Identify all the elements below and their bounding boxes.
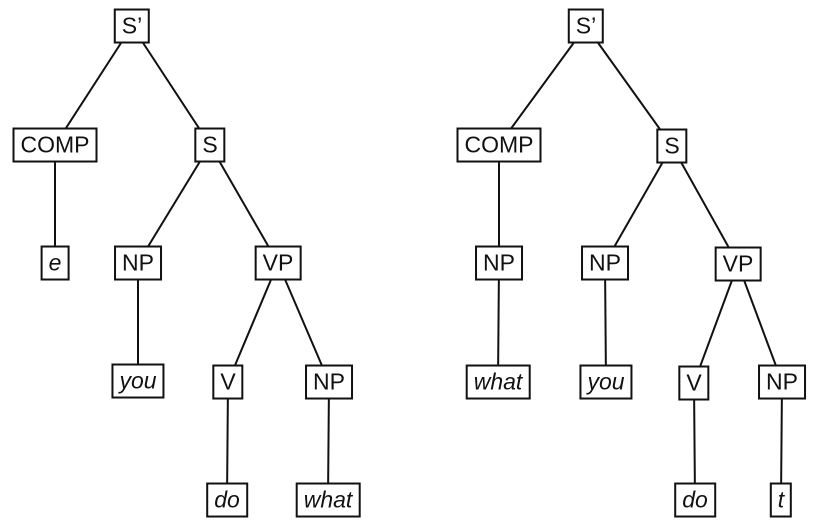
right-tree-node-v: V: [678, 365, 710, 401]
left-tree-node-v: V: [212, 364, 244, 400]
right-tree-edge-s-vp: [671, 145, 739, 265]
right-tree-edge-np-subj-you: [604, 262, 607, 383]
left-tree-node-comp: COMP: [12, 127, 98, 163]
left-tree-edge-vp-np-obj: [277, 262, 330, 383]
right-tree-node-vp: VP: [714, 246, 762, 282]
right-tree-node-comp: COMP: [456, 127, 542, 163]
left-tree-edge-s-bar-s: [131, 25, 211, 146]
left-tree-edge-v-do: [226, 381, 229, 501]
left-tree-edge-vp-v: [227, 262, 279, 383]
right-tree-node-np-subj: NP: [581, 245, 629, 281]
left-tree-node-np-subj: NP: [114, 245, 162, 281]
right-tree-node-np-comp: NP: [475, 245, 523, 281]
right-tree-node-t: t: [769, 482, 793, 518]
right-tree-edge-np-obj-t: [780, 381, 783, 501]
right-tree-node-do: do: [674, 482, 716, 518]
left-tree-node-e: e: [40, 245, 70, 281]
left-tree-node-np-obj: NP: [305, 364, 353, 400]
right-tree-edge-vp-v: [693, 263, 739, 384]
left-tree-edge-s-np-subj: [137, 144, 211, 264]
right-tree-edge-v-do: [693, 382, 696, 501]
right-tree-node-np-obj: NP: [758, 364, 806, 400]
right-tree-edge-s-np-subj: [604, 145, 673, 264]
left-tree-edge-s-bar-comp: [54, 25, 133, 146]
right-tree-edge-vp-np-obj: [737, 263, 783, 383]
right-tree-node-s: S: [656, 128, 688, 164]
right-tree-edge-s-bar-s: [585, 25, 673, 147]
right-tree-node-s-bar: S’: [567, 8, 605, 44]
left-tree-node-you: you: [111, 363, 165, 399]
left-tree-node-do: do: [206, 482, 248, 518]
right-tree-edge-np-comp-what: [497, 262, 500, 383]
left-tree-edge-np-obj-what: [327, 381, 330, 501]
left-tree-node-s: S: [194, 127, 226, 163]
right-tree-edge-s-bar-comp: [498, 25, 587, 146]
right-tree-node-you: you: [579, 364, 633, 400]
right-tree-node-what: what: [465, 364, 531, 400]
left-tree-node-what: what: [295, 482, 361, 518]
left-tree-edge-s-vp: [209, 144, 279, 264]
left-tree-node-vp: VP: [254, 245, 302, 281]
left-tree-node-s-bar: S’: [113, 8, 151, 44]
